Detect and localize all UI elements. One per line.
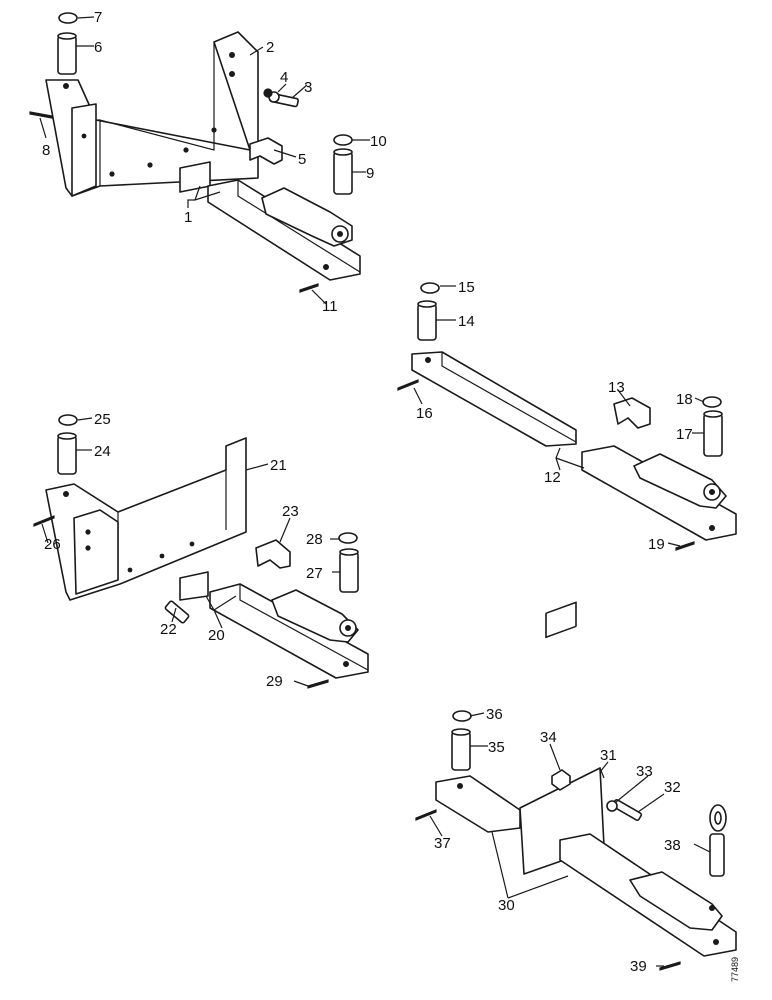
extension-bar-part-12 — [411, 351, 737, 541]
callout-3: 3 — [304, 79, 312, 96]
callout-9: 9 — [366, 165, 374, 182]
callout-14: 14 — [458, 313, 475, 330]
callout-15: 15 — [458, 279, 475, 296]
washer-part-18 — [702, 396, 722, 408]
callout-12: 12 — [544, 469, 561, 486]
callout-32: 32 — [664, 779, 681, 796]
callout-21: 21 — [270, 457, 287, 474]
callout-6: 6 — [94, 39, 102, 56]
drawbar-assembly-extended — [397, 282, 737, 551]
washer-part-7 — [58, 12, 78, 24]
callout-37: 37 — [434, 835, 451, 852]
split-pin-part-26 — [33, 515, 55, 527]
pin-part-6 — [57, 32, 77, 75]
bolt-part-3 — [268, 91, 299, 108]
pin-part-14 — [417, 300, 437, 341]
callout-16: 16 — [416, 405, 433, 422]
clip-part-23 — [255, 539, 291, 569]
washer-part-36 — [452, 710, 472, 722]
callout-24: 24 — [94, 443, 111, 460]
callout-10: 10 — [370, 133, 387, 150]
callout-11: 11 — [322, 298, 338, 315]
plate-part-31 — [599, 767, 605, 779]
callout-25: 25 — [94, 411, 111, 428]
washer-part-4 — [263, 88, 273, 98]
swinging-bracket-part-2 — [45, 31, 259, 197]
callout-39: 39 — [630, 958, 647, 975]
drawing-reference-number: 77489 — [730, 957, 740, 982]
callout-31: 31 — [600, 747, 617, 764]
nut-part-34 — [551, 769, 571, 791]
drawbar-assembly-lower — [33, 414, 369, 689]
callout-27: 27 — [306, 565, 323, 582]
clip-part-13 — [613, 397, 651, 429]
washer-part-33 — [606, 800, 618, 812]
callout-17: 17 — [676, 426, 693, 443]
leader-lines — [39, 16, 711, 967]
split-pin-part-11 — [299, 283, 319, 293]
callout-36: 36 — [486, 706, 503, 723]
washer-part-28 — [338, 532, 358, 544]
split-pin-part-16 — [397, 379, 419, 391]
pin-part-17 — [703, 410, 723, 457]
drawbar-assembly-upper — [29, 12, 361, 293]
pin-part-24 — [57, 432, 77, 475]
washer-part-15 — [420, 282, 440, 294]
callout-23: 23 — [282, 503, 299, 520]
callout-1: 1 — [184, 209, 192, 226]
drawbar-assembly-part-30 — [435, 601, 737, 957]
callout-numbers: 7 6 2 4 3 8 10 5 9 1 11 15 14 13 18 16 1… — [42, 9, 693, 975]
swinging-bracket-part-21 — [45, 437, 247, 601]
callout-28: 28 — [306, 531, 323, 548]
callout-30: 30 — [498, 897, 515, 914]
callout-26: 26 — [44, 536, 61, 553]
clip-part-5 — [249, 137, 283, 165]
callout-34: 34 — [540, 729, 557, 746]
callout-35: 35 — [488, 739, 505, 756]
callout-38: 38 — [664, 837, 681, 854]
washer-part-10 — [333, 134, 353, 146]
split-pin-part-8 — [29, 111, 53, 119]
split-pin-part-37 — [415, 809, 437, 821]
callout-20: 20 — [208, 627, 225, 644]
pick-up-hitch-assembly — [415, 601, 737, 971]
pin-part-9 — [333, 148, 353, 195]
pin-part-35 — [451, 728, 471, 771]
pin-part-27 — [339, 548, 359, 593]
callout-7: 7 — [94, 9, 102, 26]
callout-33: 33 — [636, 763, 653, 780]
washer-part-25 — [58, 414, 78, 426]
callout-22: 22 — [160, 621, 177, 638]
callout-5: 5 — [298, 151, 306, 168]
split-pin-part-19 — [675, 541, 695, 551]
drawbar-part-1 — [179, 161, 361, 281]
callout-19: 19 — [648, 536, 665, 553]
drawbar-part-20 — [179, 571, 369, 679]
callout-29: 29 — [266, 673, 283, 690]
split-pin-part-39 — [659, 961, 681, 971]
callout-2: 2 — [266, 39, 274, 56]
callout-8: 8 — [42, 142, 50, 159]
split-pin-part-29 — [307, 679, 329, 689]
pin-part-38 — [709, 804, 727, 877]
callout-13: 13 — [608, 379, 625, 396]
callout-18: 18 — [676, 391, 693, 408]
callout-4: 4 — [280, 69, 288, 86]
